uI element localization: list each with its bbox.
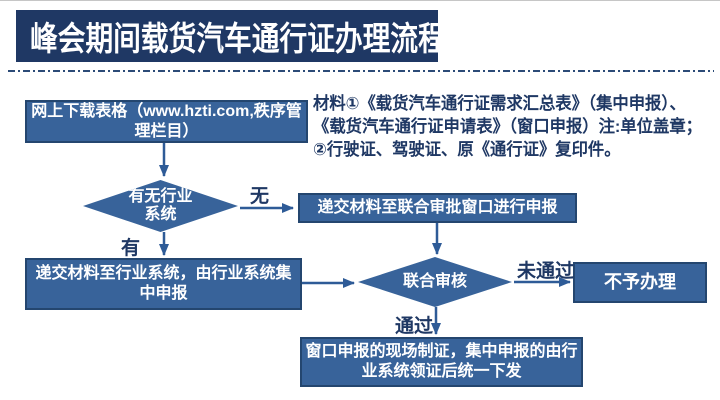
branch-label-no: 无 bbox=[250, 186, 270, 207]
node-submit-joint-window: 递交材料至联合审批窗口进行申报 bbox=[298, 193, 577, 223]
node-rejected: 不予办理 bbox=[573, 262, 707, 303]
materials-note-line3: ②行驶证、驾驶证、原《通行证》复印件。 bbox=[313, 140, 621, 159]
node-industry-system-decision: 有无行业系统 bbox=[83, 180, 238, 232]
node-download-form: 网上下载表格（www.hzti.com,秩序管理栏目） bbox=[25, 100, 308, 143]
node-rejected-label: 不予办理 bbox=[604, 272, 676, 293]
window-top-edge bbox=[0, 0, 720, 1]
node-download-form-label: 网上下载表格（www.hzti.com,秩序管理栏目） bbox=[31, 102, 302, 140]
materials-note-line1: 材料①《载货汽车通行证需求汇总表》（集中申报）、 bbox=[313, 94, 686, 113]
materials-note-line2: 《载货汽车通行证申请表》（窗口申报）注:单位盖章； bbox=[313, 117, 702, 136]
node-submit-industry-system: 递交材料至行业系统，由行业系统集中申报 bbox=[25, 258, 302, 310]
title-bar: 峰会期间载货汽车通行证办理流程 bbox=[16, 10, 446, 62]
node-issue-permit-label: 窗口申报的现场制证，集中申报的由行业系统领证后统一下发 bbox=[305, 343, 578, 380]
node-industry-system-decision-label: 有无行业系统 bbox=[128, 187, 193, 223]
node-joint-review-decision: 联合审核 bbox=[358, 257, 512, 307]
materials-note: 材料①《载货汽车通行证需求汇总表》（集中申报）、 《载货汽车通行证申请表》（窗口… bbox=[313, 92, 713, 161]
branch-label-yes: 有 bbox=[121, 238, 141, 259]
node-joint-review-decision-label: 联合审核 bbox=[402, 272, 467, 290]
node-issue-permit: 窗口申报的现场制证，集中申报的由行业系统领证后统一下发 bbox=[300, 337, 583, 387]
node-submit-joint-window-label: 递交材料至联合审批窗口进行申报 bbox=[317, 199, 558, 216]
page-title: 峰会期间载货汽车通行证办理流程 bbox=[30, 20, 446, 57]
branch-label-not-passed: 未通过 bbox=[517, 261, 575, 282]
dashed-divider bbox=[8, 70, 714, 72]
node-submit-industry-system-label: 递交材料至行业系统，由行业系统集中申报 bbox=[35, 265, 292, 302]
branch-label-passed: 通过 bbox=[395, 316, 434, 337]
